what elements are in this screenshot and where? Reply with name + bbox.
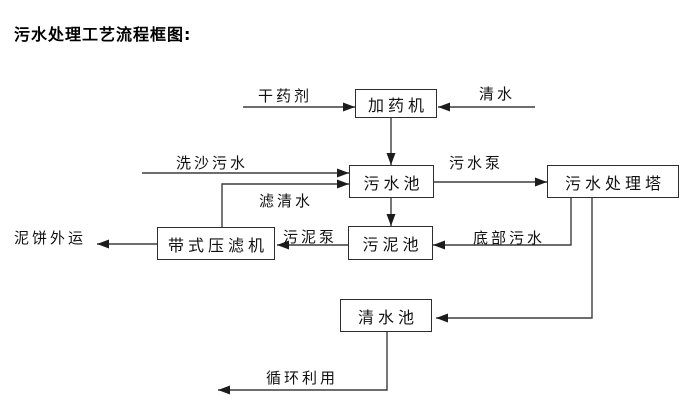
node-belt-filter-press: 带式压滤机 xyxy=(157,227,275,260)
arrow-bottom-sewage-to-sludge-pool xyxy=(433,198,572,250)
label-sand-washing-sewage: 洗沙污水 xyxy=(176,154,249,172)
label-recycle-use: 循环利用 xyxy=(266,369,339,387)
arrow-filtered-water-to-sewage-pool xyxy=(221,179,349,227)
label-dry-agent: 干药剂 xyxy=(258,87,313,105)
arrow-clean-water-pool-to-recycle xyxy=(218,332,388,395)
label-bottom-sewage: 底部污水 xyxy=(473,229,546,247)
label-filtered-water: 滤清水 xyxy=(259,192,314,210)
node-sewage-treatment-tower: 污水处理塔 xyxy=(547,165,679,198)
label-clean-water: 清水 xyxy=(479,85,516,103)
node-dosing-machine: 加药机 xyxy=(355,89,437,118)
node-sludge-pool: 污泥池 xyxy=(348,226,433,260)
label-sludge-pump: 污泥泵 xyxy=(283,228,338,246)
page-title: 污水处理工艺流程框图: xyxy=(14,25,192,44)
arrow-tower-to-clean-water-pool xyxy=(436,198,593,323)
node-clean-water-pool: 清水池 xyxy=(340,299,432,332)
label-sewage-pump: 污水泵 xyxy=(449,154,504,172)
label-mud-cake-transport: 泥饼外运 xyxy=(14,229,87,247)
node-sewage-pool: 污水池 xyxy=(349,165,434,198)
